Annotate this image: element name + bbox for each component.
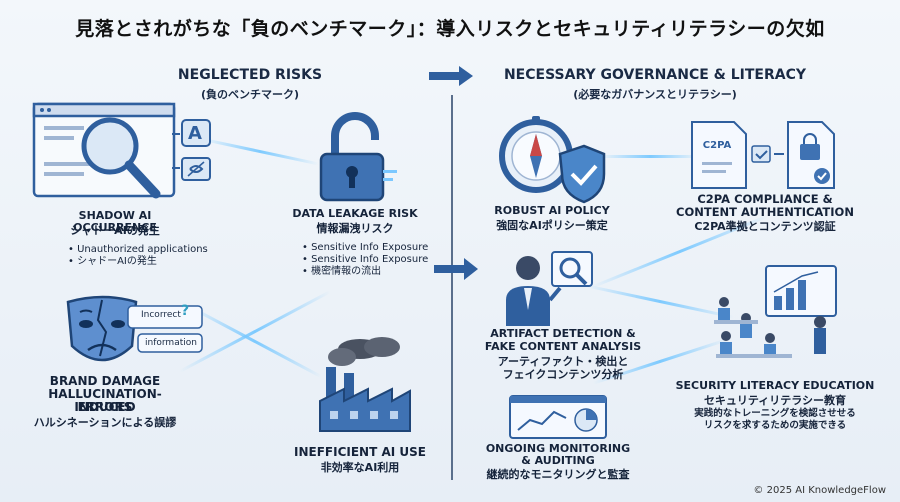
education-sub-jp-2: リスクを求するための実施できる <box>703 420 847 431</box>
bubble-question-mark: ? <box>181 303 190 319</box>
shadow-ai-title-jp: シャドーAIの発生 <box>70 224 160 237</box>
page-title: 見落とされがちな「負のベンチマーク」：導入リスクとセキュリティリテラシーの欠如 <box>75 18 825 40</box>
education-title-jp: セキュリティリテラシー教育 <box>703 394 847 407</box>
bubble-incorrect: Incorrect <box>141 310 181 320</box>
c2pa-title-2: CONTENT AUTHENTICATION <box>676 205 854 219</box>
brand-damage-title: BRAND DAMAGE <box>49 374 161 388</box>
brand-damage-title-3: ERRORS <box>77 400 133 414</box>
brand-damage-title-jp: ハルシネーションによる誤謬 <box>33 416 177 429</box>
analyst-magnifier-icon <box>506 251 593 326</box>
left-section-heading: NEGLECTED RISKS <box>177 67 323 83</box>
inefficient-title: INEFFICIENT AI USE <box>294 445 426 459</box>
monitoring-title: ONGOING MONITORING <box>485 442 631 455</box>
c2pa-doc-label: C2PA <box>702 140 732 151</box>
monitoring-dashboard-icon <box>509 395 607 439</box>
artifact-title-2: FAKE CONTENT ANALYSIS <box>484 340 642 353</box>
data-leak-bullets: Sensitive Info Exposure Sensitive Info E… <box>302 242 442 278</box>
data-leak-title: DATA LEAKAGE RISK <box>292 207 418 220</box>
artifact-title-jp-2: フェイクコンテンツ分析 <box>502 368 624 381</box>
data-leak-bullet: Sensitive Info Exposure <box>302 254 442 266</box>
classroom-training-icon <box>714 265 837 358</box>
brand-damage-title-2: HALLUCINATION-INDUCED <box>48 387 162 414</box>
artifact-title: ARTIFACT DETECTION & <box>490 327 636 340</box>
right-section-heading: NECESSARY GOVERNANCE & LITERACY <box>503 67 807 83</box>
data-leak-bullet: 機密情報の流出 <box>302 266 442 278</box>
bubble-information: information <box>145 338 197 348</box>
data-leak-title-jp: 情報漏洩リスク <box>316 222 394 235</box>
c2pa-title-jp: C2PA準拠とコンテンツ認証 <box>694 220 836 233</box>
shadow-ai-bullet: シャドーAIの発生 <box>68 256 218 268</box>
connector-glow <box>600 155 700 158</box>
inefficient-title-jp: 非効率なAI利用 <box>320 461 400 474</box>
shadow-ai-bullet: Unauthorized applications <box>68 244 218 256</box>
data-leak-bullet: Sensitive Info Exposure <box>302 242 442 254</box>
broken-mask-icon <box>66 295 203 362</box>
shadow-ai-letter: A <box>188 123 202 144</box>
monitoring-title-jp: 継続的なモニタリングと監査 <box>486 468 630 481</box>
education-title: SECURITY LITERACY EDUCATION <box>675 379 875 392</box>
compass-shield-icon <box>499 116 606 204</box>
unlocked-padlock-icon <box>319 112 397 202</box>
section-divider <box>451 95 453 480</box>
connector-glow <box>188 304 322 379</box>
factory-smoke-icon <box>319 337 411 432</box>
copyright-footer: © 2025 AI KnowledgeFlow <box>753 485 886 496</box>
monitoring-title-2: & AUDITING <box>521 454 595 467</box>
policy-title-jp: 強固なAIポリシー策定 <box>496 219 608 232</box>
policy-title: ROBUST AI POLICY <box>494 204 610 217</box>
left-section-subheading: (負のベンチマーク) <box>200 88 300 101</box>
section-arrow-icon <box>429 66 473 86</box>
c2pa-title: C2PA COMPLIANCE & <box>697 192 833 206</box>
shadow-ai-title: SHADOW AI OCCURRENCE <box>73 209 157 234</box>
right-section-subheading: (必要なガバナンスとリテラシー) <box>573 88 737 101</box>
education-sub-jp: 実践的なトレーニングを検認させせる <box>694 408 856 419</box>
shadow-ai-window-icon <box>32 102 211 199</box>
mid-arrow-icon <box>434 258 478 280</box>
c2pa-docs-icon <box>691 121 835 189</box>
shadow-ai-bullets: Unauthorized applications シャドーAIの発生 <box>68 244 218 268</box>
artifact-title-jp: アーティファクト・検出と <box>497 355 629 368</box>
